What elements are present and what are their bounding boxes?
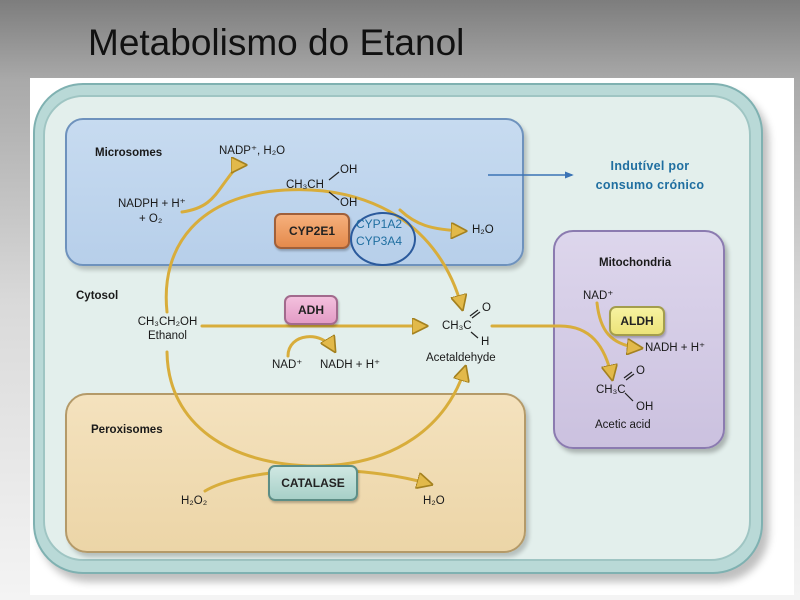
h2o2-label: H₂O₂	[181, 495, 208, 507]
bond-ethanol-oh1	[328, 171, 340, 181]
acetaldehyde-ch3c: CH₃C	[442, 320, 472, 332]
acetic-o: O	[636, 365, 645, 377]
acetaldehyde-name: Acetaldehyde	[426, 352, 496, 364]
cycle-arrow-peroxisomal	[165, 350, 465, 468]
induction-note-line1: Indutível por	[610, 159, 690, 173]
peroxisomes-label: Peroxisomes	[91, 424, 163, 436]
induction-note: Indutível por consumo crónico	[575, 157, 725, 196]
h2o-peroxisome-label: H₂O	[423, 495, 445, 507]
nadp-h2o-label: NADP⁺, H₂O	[219, 145, 286, 157]
slide-title: Metabolismo do Etanol	[88, 22, 465, 63]
cyp1a2-label: CYP1A2	[356, 217, 403, 231]
bond-acetaldehyde-h	[470, 331, 479, 339]
ch3ch-label: CH₃CH	[286, 179, 324, 191]
acetic-oh: OH	[636, 401, 654, 413]
aldh-enzyme: ALDH	[609, 306, 665, 336]
cyp3a4-label: CYP3A4	[356, 233, 403, 248]
nadh-cytosol-label: NADH + H⁺	[320, 359, 381, 371]
nad-cytosol-label: NAD⁺	[272, 359, 303, 371]
aldh-nad-arrow	[595, 301, 640, 348]
microsomes-label: Microsomes	[95, 147, 163, 159]
nad-nadh-arrow	[286, 337, 334, 358]
nadh-mito-label: NADH + H⁺	[645, 342, 706, 354]
induction-note-line2: consumo crónico	[595, 178, 705, 193]
ethanol-oh-top: OH	[340, 164, 358, 176]
nadph-arrow	[180, 165, 244, 214]
catalase-enzyme: CATALASE	[268, 465, 358, 501]
nad-mito-label: NAD⁺	[583, 290, 614, 302]
ethanol-oh-bottom: OH	[340, 197, 358, 209]
o2-label: + O₂	[139, 213, 163, 225]
h2o-microsomes-label: H₂O	[472, 224, 494, 236]
acetic-ch3c: CH₃C	[596, 384, 626, 396]
acetic-acid-name: Acetic acid	[595, 419, 651, 431]
cytosol-label: Cytosol	[76, 290, 119, 302]
bond-ethanol-oh2	[328, 191, 340, 201]
bond-acetic-o2	[623, 371, 633, 379]
cyp-highlight-oval	[350, 212, 416, 266]
ethanol-name: Ethanol	[147, 330, 187, 342]
bond-acetic-oh	[624, 392, 634, 402]
bond-acetic-o	[625, 373, 635, 381]
ethanol-formula: CH₃CH₂OH	[137, 316, 198, 328]
cycle-arrow-microsomal	[164, 188, 462, 314]
nadph-label: NADPH + H⁺	[118, 198, 186, 210]
acetaldehyde-to-mito-arrow	[490, 324, 612, 378]
bond-acetaldehyde-o2	[469, 309, 479, 317]
acetaldehyde-h: H	[481, 336, 490, 348]
cyp2e1-enzyme: CYP2E1	[274, 213, 350, 249]
cyp-isoforms: CYP1A2 CYP3A4	[356, 216, 402, 250]
bond-acetaldehyde-o	[471, 311, 481, 319]
acetaldehyde-o: O	[482, 302, 491, 314]
mitochondria-label: Mitochondria	[599, 257, 672, 269]
h2o-out-arrow-microsomes	[398, 208, 464, 231]
adh-enzyme: ADH	[284, 295, 338, 325]
